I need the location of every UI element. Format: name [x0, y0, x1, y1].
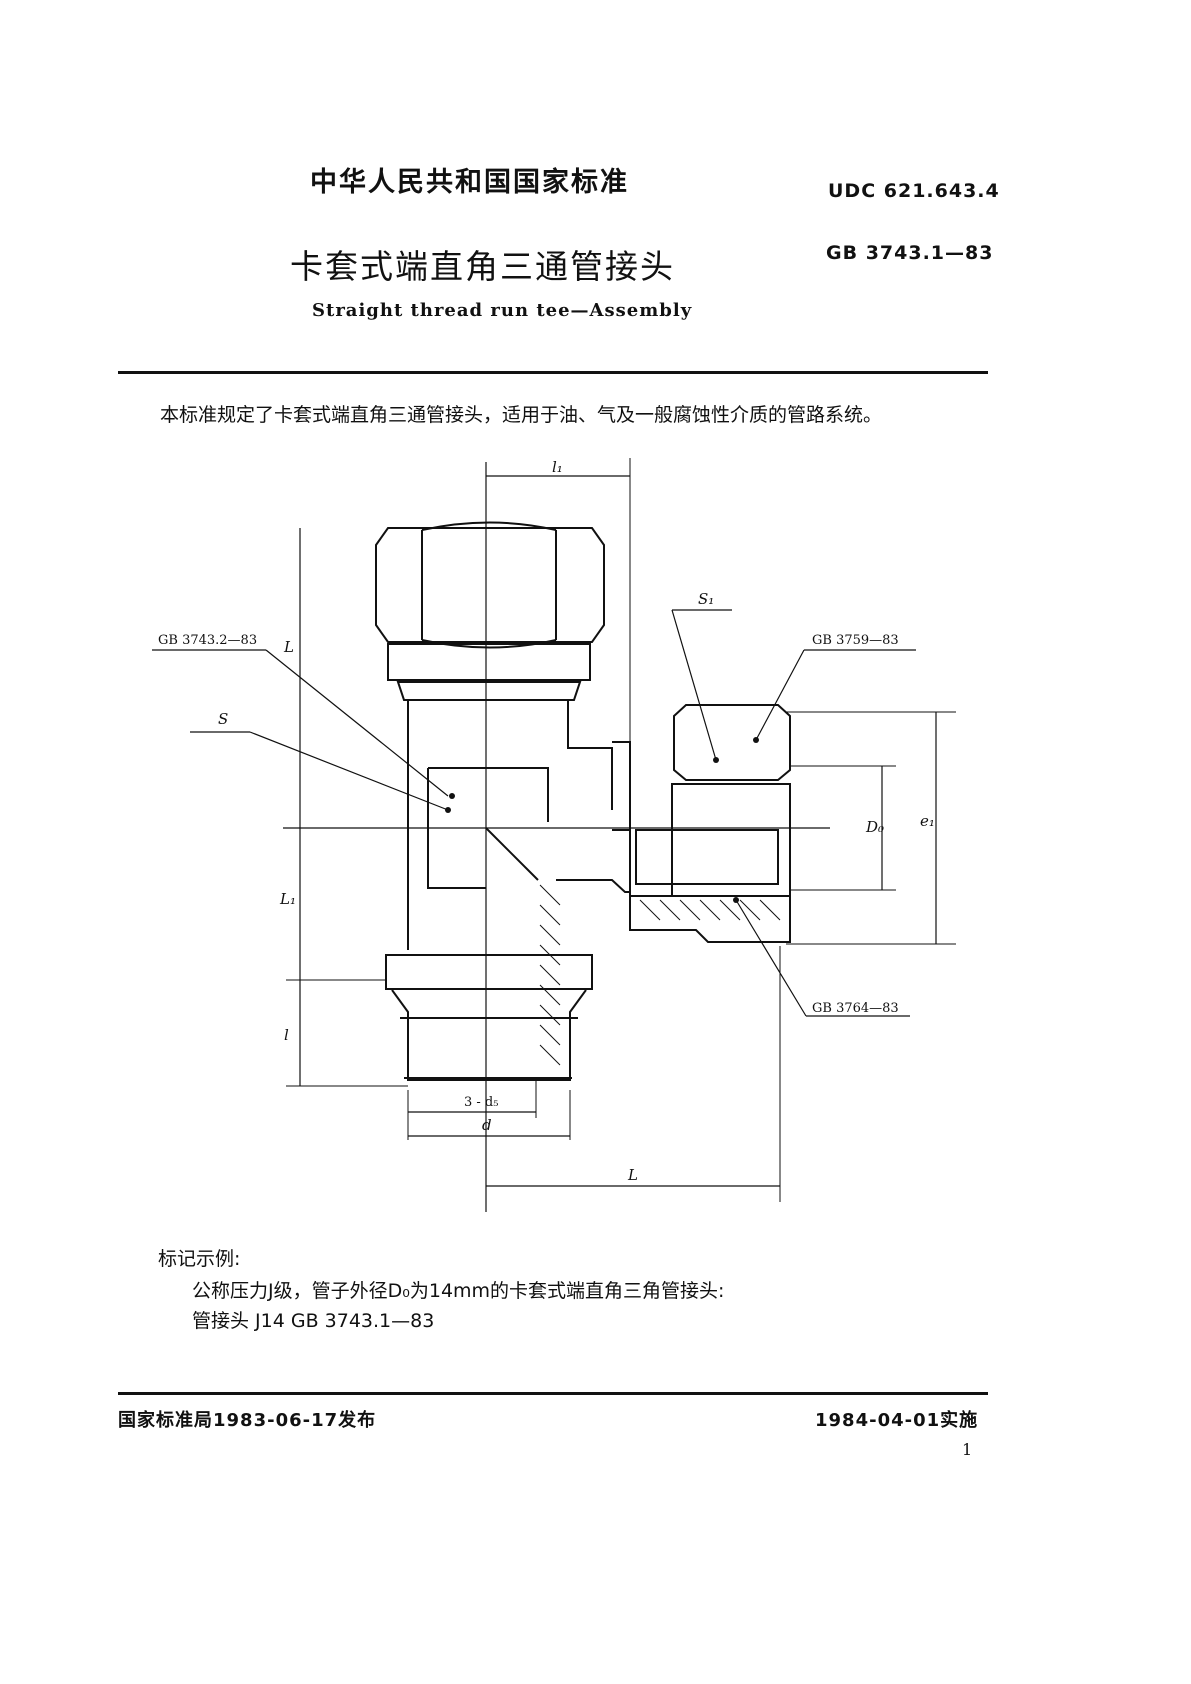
ref-gb-3743-2: GB 3743.2—83	[158, 633, 257, 648]
page-number: 1	[962, 1440, 973, 1459]
standard-title-cn: 卡套式端直角三通管接头	[290, 247, 675, 286]
dim-d5: 3 - d₅	[464, 1095, 498, 1110]
dim-e1: e₁	[920, 812, 935, 830]
dim-l-left: l	[284, 1026, 289, 1044]
label-s1: S₁	[698, 590, 714, 608]
dim-d0: D₀	[865, 818, 884, 836]
issue-date: 国家标准局1983-06-17发布	[118, 1410, 377, 1431]
standard-title-en: Straight thread run tee—Assembly	[312, 300, 693, 321]
header-rule	[118, 371, 988, 374]
dim-l1-top: l₁	[552, 458, 563, 476]
marking-heading: 标记示例:	[158, 1248, 241, 1270]
dim-L1-left: L₁	[279, 890, 296, 908]
label-s: S	[218, 710, 228, 728]
footer-rule	[118, 1392, 988, 1395]
dim-L-bottom: L	[627, 1166, 638, 1184]
dim-d: d	[482, 1116, 492, 1134]
effective-date: 1984-04-01实施	[815, 1410, 979, 1431]
scope-text: 本标准规定了卡套式端直角三通管接头，适用于油、气及一般腐蚀性介质的管路系统。	[160, 404, 883, 426]
marking-line-1: 公称压力J级，管子外径D₀为14mm的卡套式端直角三角管接头:	[192, 1280, 725, 1302]
dim-L-left: L	[283, 638, 294, 656]
udc-number: UDC 621.643.4	[828, 180, 1000, 202]
standard-code: GB 3743.1—83	[826, 242, 994, 264]
ref-gb-3764: GB 3764—83	[812, 1001, 899, 1016]
agency-title: 中华人民共和国国家标准	[310, 167, 629, 198]
ref-gb-3759: GB 3759—83	[812, 633, 899, 648]
marking-line-2: 管接头 J14 GB 3743.1—83	[192, 1310, 435, 1332]
